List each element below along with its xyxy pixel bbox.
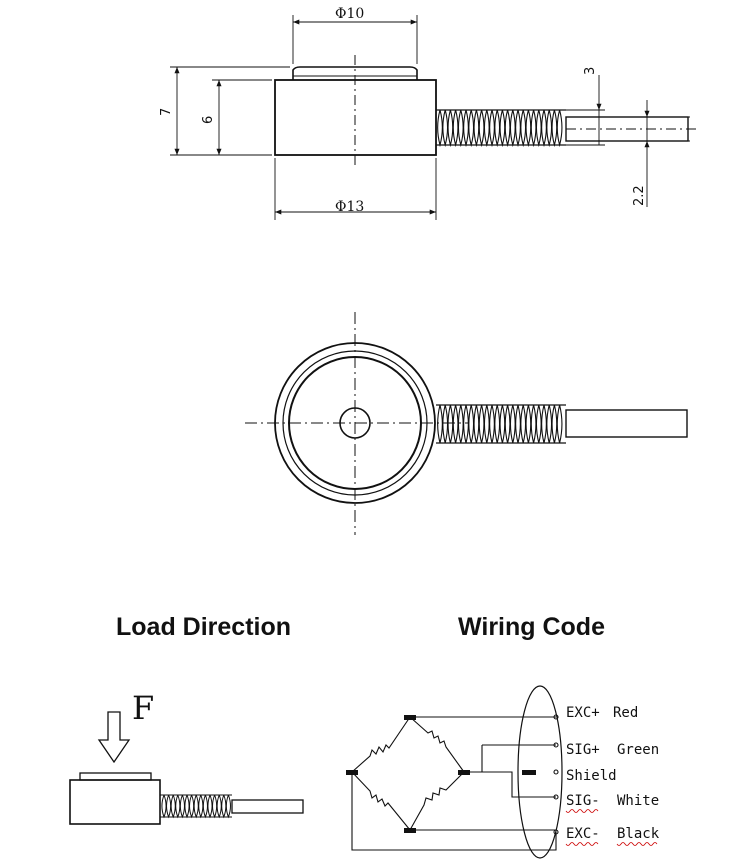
- bridge-resistor-top-left: [351, 716, 411, 773]
- top-view: [245, 312, 688, 535]
- wire-exc-minus-code: EXC-: [566, 826, 600, 842]
- spring-coil: [457, 404, 464, 444]
- cable-bundle-outline: [517, 685, 563, 859]
- spring-coil: [179, 794, 185, 819]
- force-label: F: [132, 689, 154, 727]
- spring-coil: [442, 404, 449, 444]
- spring-coil: [483, 404, 490, 444]
- heading-wiring-code: Wiring Code: [458, 613, 605, 641]
- wire-exc-plus-color: Red: [613, 705, 638, 721]
- spring-coil: [520, 109, 527, 148]
- spring-coil: [530, 109, 537, 148]
- spring-coil: [212, 794, 218, 819]
- spring-coil: [525, 109, 532, 148]
- spring-coil: [225, 794, 231, 819]
- wire-sig-minus-color: White: [617, 793, 659, 809]
- load-direction-cable: [231, 799, 304, 814]
- spring-coil: [556, 109, 563, 148]
- dim-bottom-diameter: Φ13: [335, 199, 364, 215]
- spring-coil: [452, 109, 459, 148]
- spring-coil: [499, 109, 506, 148]
- wire-sig-minus-code: SIG-: [566, 793, 600, 809]
- spring-coil: [468, 404, 475, 444]
- spring-coil: [189, 794, 195, 819]
- spring-coil: [184, 794, 190, 819]
- spring-coil: [515, 109, 521, 148]
- dim-cable-diameter: 2.2: [632, 185, 647, 206]
- spring-coil: [551, 109, 558, 148]
- dim-height-total: 7: [159, 108, 174, 116]
- side-view-load-button: [292, 66, 418, 80]
- spring-coil: [509, 404, 516, 444]
- spring-coil: [161, 794, 167, 819]
- spring-coil: [437, 109, 443, 148]
- spring-coil: [530, 404, 537, 444]
- spring-coil: [193, 794, 199, 819]
- spring-coil: [546, 404, 553, 444]
- spring-coil: [207, 794, 213, 819]
- load-direction-diagram: [69, 711, 304, 825]
- spring-coil: [551, 404, 558, 444]
- spring-coil: [483, 109, 490, 148]
- wiring-diagram: [346, 685, 563, 859]
- load-direction-body: [69, 779, 161, 825]
- spring-coil: [170, 794, 176, 819]
- spring-coil: [525, 404, 532, 444]
- spring-coil: [504, 109, 511, 148]
- spring-coil: [494, 404, 501, 444]
- spring-coil: [541, 404, 547, 444]
- spring-coil: [457, 109, 464, 148]
- wire-shield-code: Shield: [566, 768, 617, 784]
- spring-coil: [175, 794, 181, 819]
- spring-coil: [546, 109, 553, 148]
- spring-coil: [221, 794, 227, 819]
- wire-legend: EXC+ Red SIG+ Green Shield SIG- White EX…: [565, 705, 660, 846]
- spring-coil: [468, 109, 475, 148]
- dim-top-diameter: Φ10: [335, 6, 364, 22]
- spring-coil: [520, 404, 527, 444]
- wire-sig-plus-color: Green: [617, 742, 659, 758]
- spring-coil: [535, 404, 542, 444]
- spring-coil: [202, 794, 208, 819]
- spring-coil: [489, 404, 495, 444]
- dim-button-height: 3: [583, 67, 598, 75]
- top-view-cable: [565, 409, 688, 438]
- bridge-resistor-bottom-left: [351, 771, 411, 831]
- spring-coil: [442, 109, 449, 148]
- force-arrow-icon: [97, 711, 131, 764]
- spring-coil: [494, 109, 501, 148]
- spring-coil: [463, 109, 469, 148]
- spring-coil: [473, 404, 480, 444]
- bridge-resistor-top-right: [409, 716, 465, 773]
- spring-coil: [198, 794, 204, 819]
- spring-coil: [556, 404, 563, 444]
- spring-coil: [489, 109, 495, 148]
- spring-coil: [515, 404, 521, 444]
- spring-coil: [541, 109, 547, 148]
- spring-coil: [166, 794, 172, 819]
- bridge-resistor-bottom-right: [409, 771, 465, 831]
- dim-height-body: 6: [201, 116, 216, 124]
- heading-load-direction: Load Direction: [116, 613, 291, 641]
- wire-exc-plus-code: EXC+: [566, 705, 600, 721]
- wire-sig-plus-code: SIG+: [566, 742, 600, 758]
- spring-coil: [509, 109, 516, 148]
- spring-coil: [447, 404, 454, 444]
- spring-coil: [535, 109, 542, 148]
- wire-exc-minus-color: Black: [617, 826, 660, 842]
- spring-coil: [478, 109, 485, 148]
- side-view: [170, 15, 700, 220]
- spring-coil: [216, 794, 222, 819]
- spring-coil: [447, 109, 454, 148]
- spring-coil: [499, 404, 506, 444]
- spring-coil: [504, 404, 511, 444]
- spring-coil: [463, 404, 469, 444]
- spring-coil: [478, 404, 485, 444]
- spring-coil: [473, 109, 480, 148]
- spring-coil: [437, 404, 443, 444]
- spring-coil: [452, 404, 459, 444]
- load-direction-button: [79, 772, 152, 781]
